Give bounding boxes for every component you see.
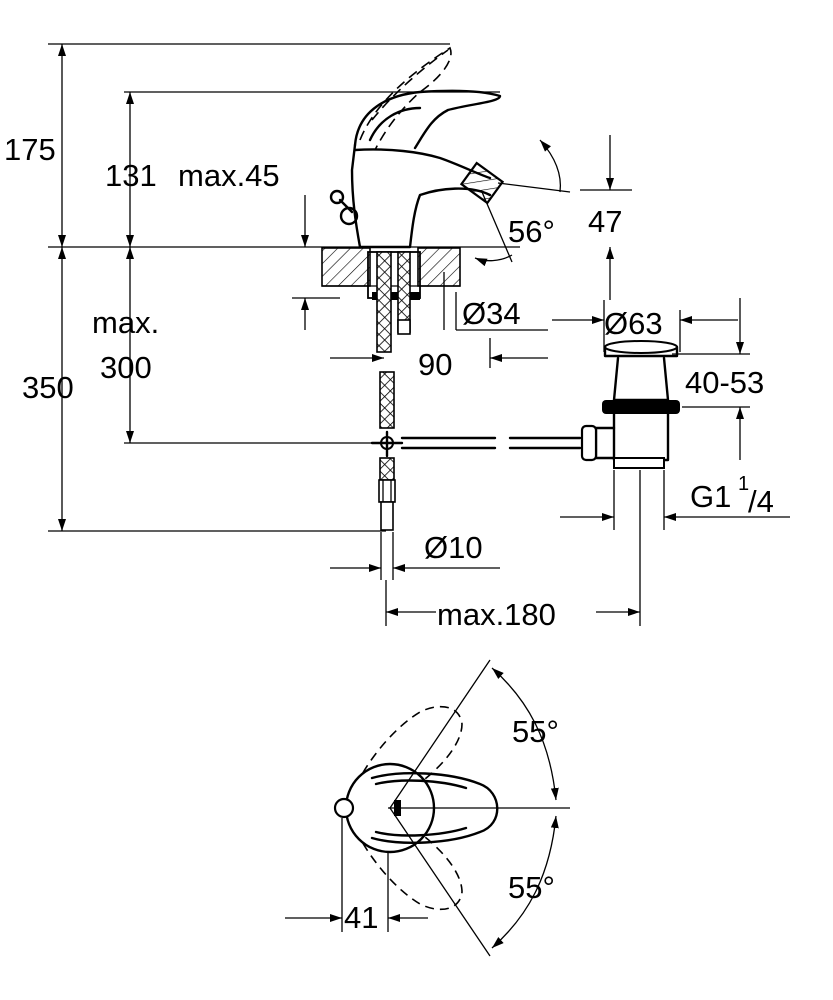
label-175: 175 — [4, 132, 56, 167]
dim-175: 175 — [4, 44, 66, 247]
label-350: 350 — [22, 370, 74, 405]
label-90: 90 — [418, 347, 452, 382]
dim-90: 90 — [330, 338, 548, 382]
faucet-side-view — [329, 46, 571, 267]
waste-assembly — [580, 340, 680, 469]
dim-max180: max.180 — [385, 470, 641, 632]
label-max180: max.180 — [437, 597, 556, 632]
dim-47: 47 — [580, 135, 632, 300]
dim-max300: max. 300 — [92, 247, 159, 443]
supply-hoses — [370, 371, 404, 531]
label-300: 300 — [100, 350, 152, 385]
dim-max45: max.45 — [178, 158, 309, 330]
dim-350: 350 — [22, 247, 74, 531]
label-diam10: Ø10 — [424, 530, 483, 565]
label-131: 131 — [105, 158, 157, 193]
deck-section — [321, 247, 461, 353]
label-55deg-top: 55° — [512, 714, 559, 749]
dim-10: Ø10 — [330, 530, 500, 580]
label-47: 47 — [588, 204, 622, 239]
label-40-53: 40-53 — [685, 365, 764, 400]
label-max45: max.45 — [178, 158, 280, 193]
label-max: max. — [92, 305, 159, 340]
reference-lines — [48, 43, 520, 532]
faucet-top-view — [333, 659, 570, 957]
label-55deg-bottom: 55° — [508, 870, 555, 905]
dim-63: Ø63 — [552, 300, 738, 352]
dim-131: 131 — [105, 92, 157, 247]
dim-41: 41 — [285, 818, 428, 935]
label-41: 41 — [344, 900, 378, 935]
dim-g1-1-4: G1 1 /4 — [560, 470, 790, 530]
pop-up-rod — [400, 436, 582, 450]
label-g1: G1 — [690, 479, 731, 514]
label-g1-den: /4 — [748, 484, 774, 519]
label-g1-num: 1 — [738, 473, 749, 495]
label-diam63: Ø63 — [604, 306, 663, 341]
label-diam34: Ø34 — [462, 296, 521, 331]
label-56deg: 56° — [508, 214, 555, 249]
dim-34: Ø34 — [455, 292, 548, 331]
dim-40-53: 40-53 — [672, 298, 764, 460]
